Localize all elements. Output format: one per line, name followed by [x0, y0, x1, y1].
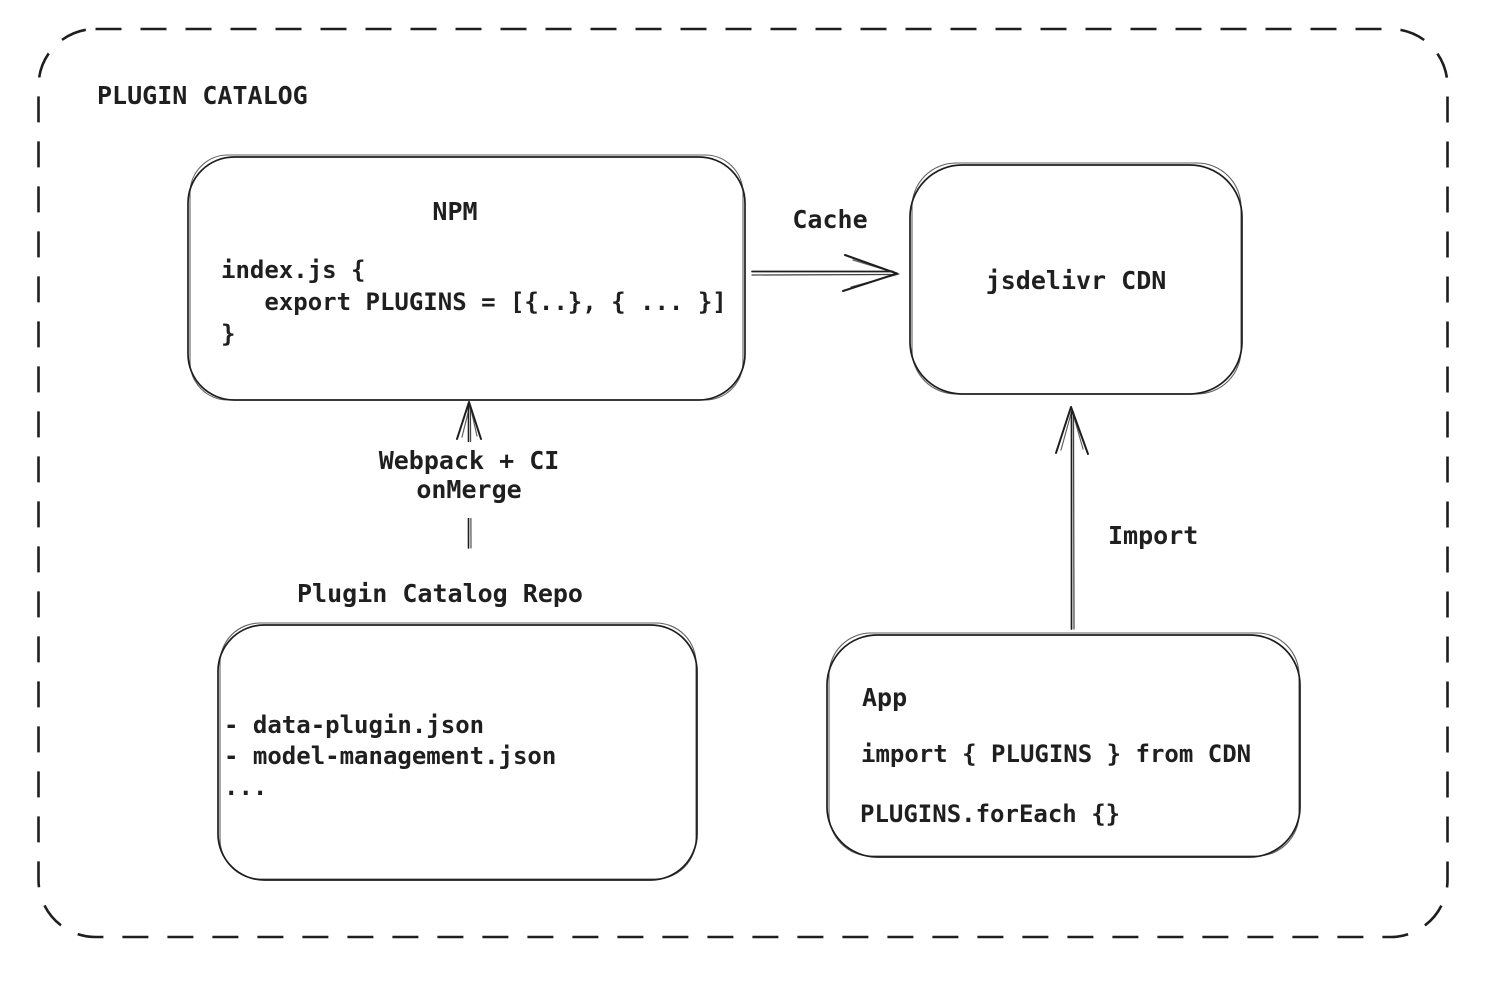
cdn-node-title: jsdelivr CDN — [985, 266, 1167, 295]
repo-node-files: - data-plugin.json - model-management.js… — [224, 711, 557, 801]
catalog-boundary-outline — [37, 27, 1449, 939]
app-node-import-line: import { PLUGINS } from CDN — [861, 740, 1252, 768]
npm-box-outline — [187, 154, 746, 401]
repo-box-outline — [217, 622, 698, 881]
import-edge-label: Import — [1108, 521, 1199, 550]
app-box-outline — [826, 632, 1301, 858]
npm-node-code: index.js { export PLUGINS = [{..}, { ...… — [221, 256, 727, 348]
npm-node-title: NPM — [432, 197, 478, 226]
catalog-title: PLUGIN CATALOG — [97, 81, 308, 110]
import-arrow — [1055, 406, 1089, 630]
cache-arrow — [751, 254, 900, 292]
cache-edge-label: Cache — [792, 205, 868, 234]
cdn-box-outline — [909, 162, 1243, 395]
build-edge-label: Webpack + CI onMerge — [359, 442, 579, 518]
repo-node-heading: Plugin Catalog Repo — [297, 579, 583, 608]
app-node-foreach-line: PLUGINS.forEach {} — [860, 800, 1121, 828]
app-node-title: App — [862, 683, 908, 712]
